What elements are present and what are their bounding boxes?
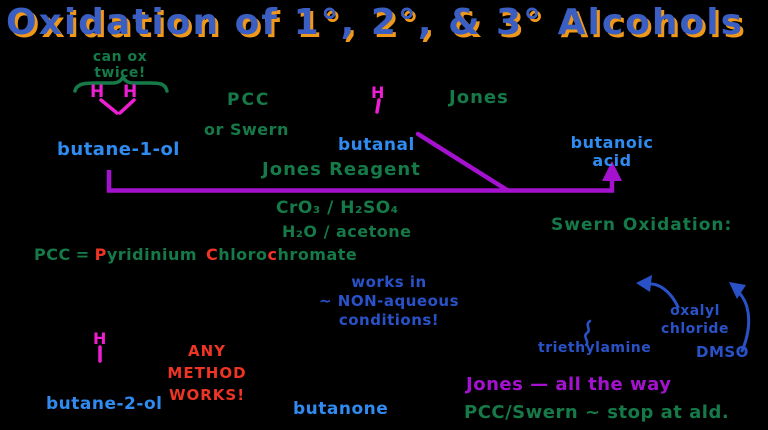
dmso-arrowhead	[729, 282, 746, 299]
can-ox-note-line2: twice!	[94, 65, 146, 82]
page-title: Oxidation of 1°, 2°, & 3° Alcohols	[6, 2, 745, 43]
h-label-right: H	[123, 82, 138, 102]
oxalyl-line2: chloride	[661, 321, 729, 337]
jones-formula-1: CrO₃ / H₂SO₄	[276, 198, 399, 218]
jones-arrow	[106, 170, 615, 193]
pyridinium-initial: P	[94, 245, 107, 264]
h-label-left: H	[90, 82, 105, 102]
pcc-label: PCC	[227, 90, 271, 110]
dmso-label: DMSO	[696, 343, 749, 361]
aldehyde-h-label: H	[371, 83, 385, 102]
butanone-label: butanone	[293, 399, 389, 419]
can-ox-note-line1: can ox	[92, 49, 148, 65]
equals-sign: =	[75, 245, 90, 264]
any-method-note: ANY METHOD WORKS!	[148, 340, 266, 406]
summary-jones-line: Jones — all the way	[466, 374, 672, 395]
butanal-branch-line	[415, 131, 510, 193]
pcc-abbr: PCC	[34, 245, 71, 264]
any-method-line1: ANY	[187, 342, 227, 360]
aldehyde-bond	[375, 98, 381, 114]
pyridinium-rest: yridinium	[106, 245, 198, 264]
triethylamine-label: triethylamine	[538, 340, 652, 356]
secondary-h-label: H	[93, 329, 107, 348]
pcc-definition: PCC = P yridinium C hloro c hromate	[34, 245, 358, 264]
butanoic-acid-line2: acid	[592, 151, 632, 171]
oxalyl-line1: oxalyl	[670, 303, 720, 319]
secondary-alcohol-name: butane-2-ol	[46, 394, 163, 414]
chromate-rest: hromate	[277, 245, 358, 264]
jones-arrowhead	[602, 161, 622, 181]
any-method-line2: METHOD	[167, 364, 247, 382]
swern-heading: Swern Oxidation:	[551, 215, 733, 235]
any-method-line3: WORKS!	[168, 386, 246, 404]
non-aqueous-line2: ~ NON-aqueous	[319, 292, 459, 310]
oxalyl-arrowhead	[636, 275, 652, 292]
butanoic-acid-label: butanoic acid	[558, 133, 666, 171]
chloro-initial: C	[206, 245, 219, 264]
can-ox-note: can ox twice!	[68, 49, 172, 81]
butanal-label: butanal	[338, 135, 415, 155]
overbrace-icon	[73, 73, 169, 93]
jones-label: Jones	[449, 87, 509, 108]
primary-alcohol-name: butane-1-ol	[57, 139, 180, 160]
non-aqueous-line3: conditions!	[338, 311, 440, 329]
amine-squiggle-icon	[584, 319, 592, 347]
summary-pcc-line: PCC/Swern ~ stop at ald.	[464, 402, 730, 423]
chloro-rest: hloro	[218, 245, 268, 264]
butanoic-acid-line1: butanoic	[570, 133, 654, 152]
jones-formula-2: H₂O / acetone	[282, 222, 412, 241]
non-aqueous-note: works in ~ NON-aqueous conditions!	[298, 273, 480, 330]
chromate-initial: c	[267, 245, 278, 264]
jones-reagent-title: Jones Reagent	[262, 159, 421, 180]
or-swern-label: or Swern	[204, 120, 289, 139]
geminal-h-bonds	[99, 98, 136, 115]
non-aqueous-line1: works in	[351, 273, 427, 291]
oxalyl-chloride-label: oxalyl chloride	[650, 302, 740, 338]
